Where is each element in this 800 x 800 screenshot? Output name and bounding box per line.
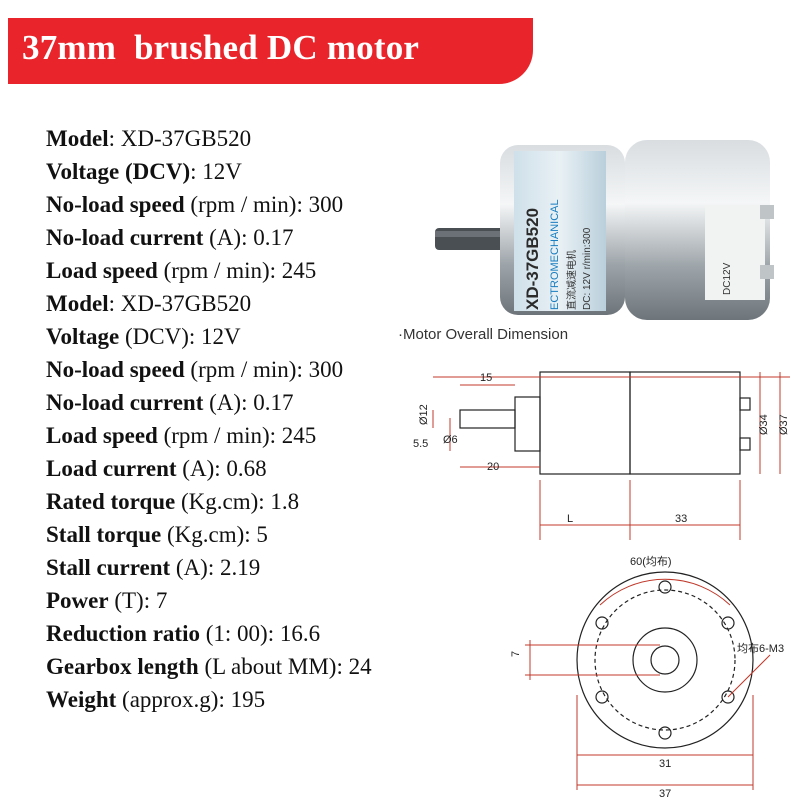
spec-label: Load speed <box>46 258 158 283</box>
spec-value: : 195 <box>218 687 266 712</box>
spec-label: Rated torque <box>46 489 176 514</box>
spec-row: No-load speed (rpm / min): 300 <box>46 188 372 221</box>
spec-row: No-load speed (rpm / min): 300 <box>46 353 372 386</box>
spec-unit: (A) <box>203 390 242 415</box>
spec-unit: (A) <box>176 456 215 481</box>
spec-value: : 0.17 <box>241 390 294 415</box>
spec-label: Gearbox length <box>46 654 199 679</box>
spec-unit: (rpm / min) <box>157 423 270 448</box>
spec-value: : 300 <box>296 357 344 382</box>
spec-row: No-load current (A): 0.17 <box>46 386 372 419</box>
spec-unit: (Kg.cm) <box>161 522 245 547</box>
spec-row: Voltage (DCV): 12V <box>46 155 372 188</box>
spec-unit: (approx.g) <box>116 687 219 712</box>
dim-flat: 5.5 <box>413 438 428 450</box>
dim-d12: Ø12 <box>418 404 430 425</box>
photo-brand-label: ECTROMECHANICAL <box>549 199 561 310</box>
spec-label: No-load current <box>46 225 204 250</box>
spec-unit: (1: 00) <box>199 621 268 646</box>
spec-value: : 16.6 <box>267 621 321 646</box>
spec-row: Rated torque (Kg.cm): 1.8 <box>46 485 372 518</box>
spec-row: Power (T): 7 <box>46 584 372 617</box>
spec-value: : 2.19 <box>207 555 261 580</box>
photo-model-label: XD-37GB520 <box>523 208 542 310</box>
spec-value: : 1.8 <box>258 489 300 514</box>
spec-row: Load speed (rpm / min): 245 <box>46 419 372 452</box>
photo-cn-label: 直流减速电机 <box>565 250 578 310</box>
photo-side-label: DC12V <box>722 262 733 295</box>
spec-unit: (T) <box>108 588 144 613</box>
spec-label: Load speed <box>46 423 158 448</box>
spec-value: : 12V <box>188 324 241 349</box>
spec-label: Reduction ratio <box>46 621 200 646</box>
dim-front-dia: 37 <box>659 788 671 800</box>
spec-row: Load current (A): 0.68 <box>46 452 372 485</box>
spec-label: Weight <box>46 687 117 712</box>
spec-value: : 245 <box>269 258 317 283</box>
spec-row: Model: XD-37GB520 <box>46 122 372 155</box>
spec-label: No-load speed <box>46 192 185 217</box>
spec-value: : 12V <box>190 159 242 184</box>
dim-holes: 均布6-M3 <box>737 642 784 655</box>
spec-value: : 245 <box>269 423 317 448</box>
dim-d34: Ø34 <box>758 414 770 435</box>
spec-label: Stall torque <box>46 522 162 547</box>
spec-label: Model <box>46 126 109 151</box>
spec-row: Stall torque (Kg.cm): 5 <box>46 518 372 551</box>
front-view-drawing: 60(均布) 均布6-M3 7 31 37 <box>510 555 784 800</box>
spec-row: No-load current (A): 0.17 <box>46 221 372 254</box>
spec-row: Voltage (DCV): 12V <box>46 320 372 353</box>
spec-unit: (DCV) <box>119 324 189 349</box>
spec-row: Weight (approx.g): 195 <box>46 683 372 716</box>
spec-label: No-load current <box>46 390 204 415</box>
spec-label: Stall current <box>46 555 171 580</box>
side-view-drawing: 15 Ø12 Ø6 5.5 20 Ø34 Ø37 L 33 <box>413 371 790 540</box>
spec-value: : 24 <box>336 654 372 679</box>
dim-gap: 20 <box>487 461 499 473</box>
spec-unit: (A) <box>170 555 208 580</box>
spec-label: Model <box>46 291 109 316</box>
spec-label: Power <box>46 588 109 613</box>
spec-value: : 7 <box>143 588 168 613</box>
spec-value: : 5 <box>244 522 268 547</box>
spec-value: : 0.68 <box>214 456 267 481</box>
spec-value: : 0.17 <box>241 225 294 250</box>
motor-photo: XD-37GB520 ECTROMECHANICAL 直流减速电机 DC: 12… <box>435 140 774 320</box>
spec-unit: (L about MM) <box>198 654 337 679</box>
spec-row: Model: XD-37GB520 <box>46 287 372 320</box>
spec-row: Reduction ratio (1: 00): 16.6 <box>46 617 372 650</box>
spec-row: Stall current (A): 2.19 <box>46 551 372 584</box>
photo-spec-label: DC: 12V r/min:300 <box>582 227 593 310</box>
dim-length-L: L <box>567 513 573 525</box>
spec-unit: (rpm / min) <box>184 357 297 382</box>
dim-front-flat: 7 <box>510 651 522 657</box>
dim-angle: 60(均布) <box>630 555 672 568</box>
spec-label: Voltage (DCV) <box>46 159 191 184</box>
spec-unit: (rpm / min) <box>157 258 270 283</box>
spec-value: : 300 <box>296 192 344 217</box>
spec-label: Load current <box>46 456 177 481</box>
spec-unit: (A) <box>203 225 242 250</box>
dimension-caption: ·Motor Overall Dimension <box>398 326 569 343</box>
spec-unit: (Kg.cm) <box>175 489 259 514</box>
title-banner: 37mm brushed DC motor <box>8 18 533 84</box>
dim-body-length: 33 <box>675 513 687 525</box>
spec-label: Voltage <box>46 324 120 349</box>
spec-row: Load speed (rpm / min): 245 <box>46 254 372 287</box>
spec-unit: (rpm / min) <box>184 192 297 217</box>
spec-label: No-load speed <box>46 357 185 382</box>
spec-row: Gearbox length (L about MM): 24 <box>46 650 372 683</box>
dim-d6: Ø6 <box>443 434 458 446</box>
dim-d37: Ø37 <box>778 414 790 435</box>
spec-value: : XD-37GB520 <box>108 126 252 151</box>
dim-shaft-length: 15 <box>480 372 492 384</box>
spec-value: : XD-37GB520 <box>108 291 252 316</box>
banner-title: 37mm brushed DC motor <box>22 28 420 67</box>
dim-pcd: 31 <box>659 758 671 770</box>
